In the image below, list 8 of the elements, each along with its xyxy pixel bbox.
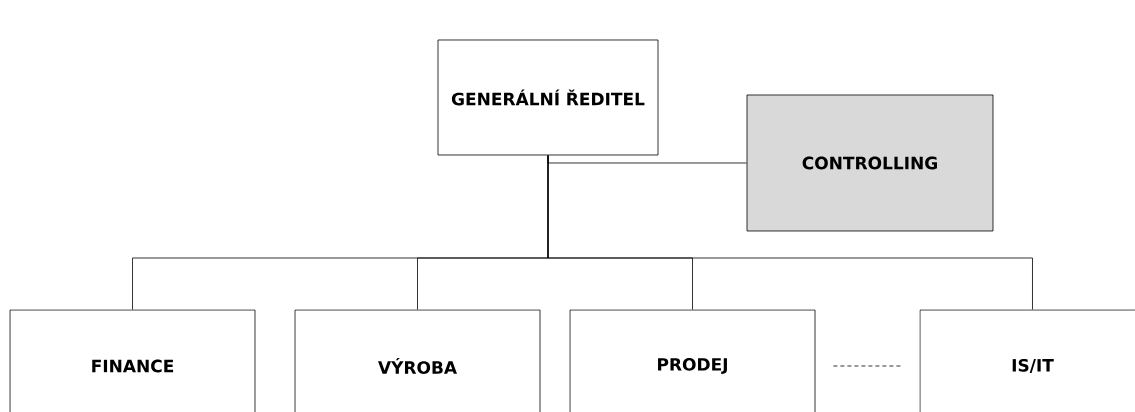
department-box: FINANCE [9,309,256,412]
connector-line [547,155,1033,310]
boss-box: GENERÁLNÍ ŘEDITEL [437,39,659,156]
department-box: VÝROBA [294,309,541,412]
department-box: PRODEJ [569,309,816,412]
staff-box: CONTROLLING [746,94,994,232]
dashed-connector [833,365,902,367]
department-box: IS/IT [919,309,1135,412]
